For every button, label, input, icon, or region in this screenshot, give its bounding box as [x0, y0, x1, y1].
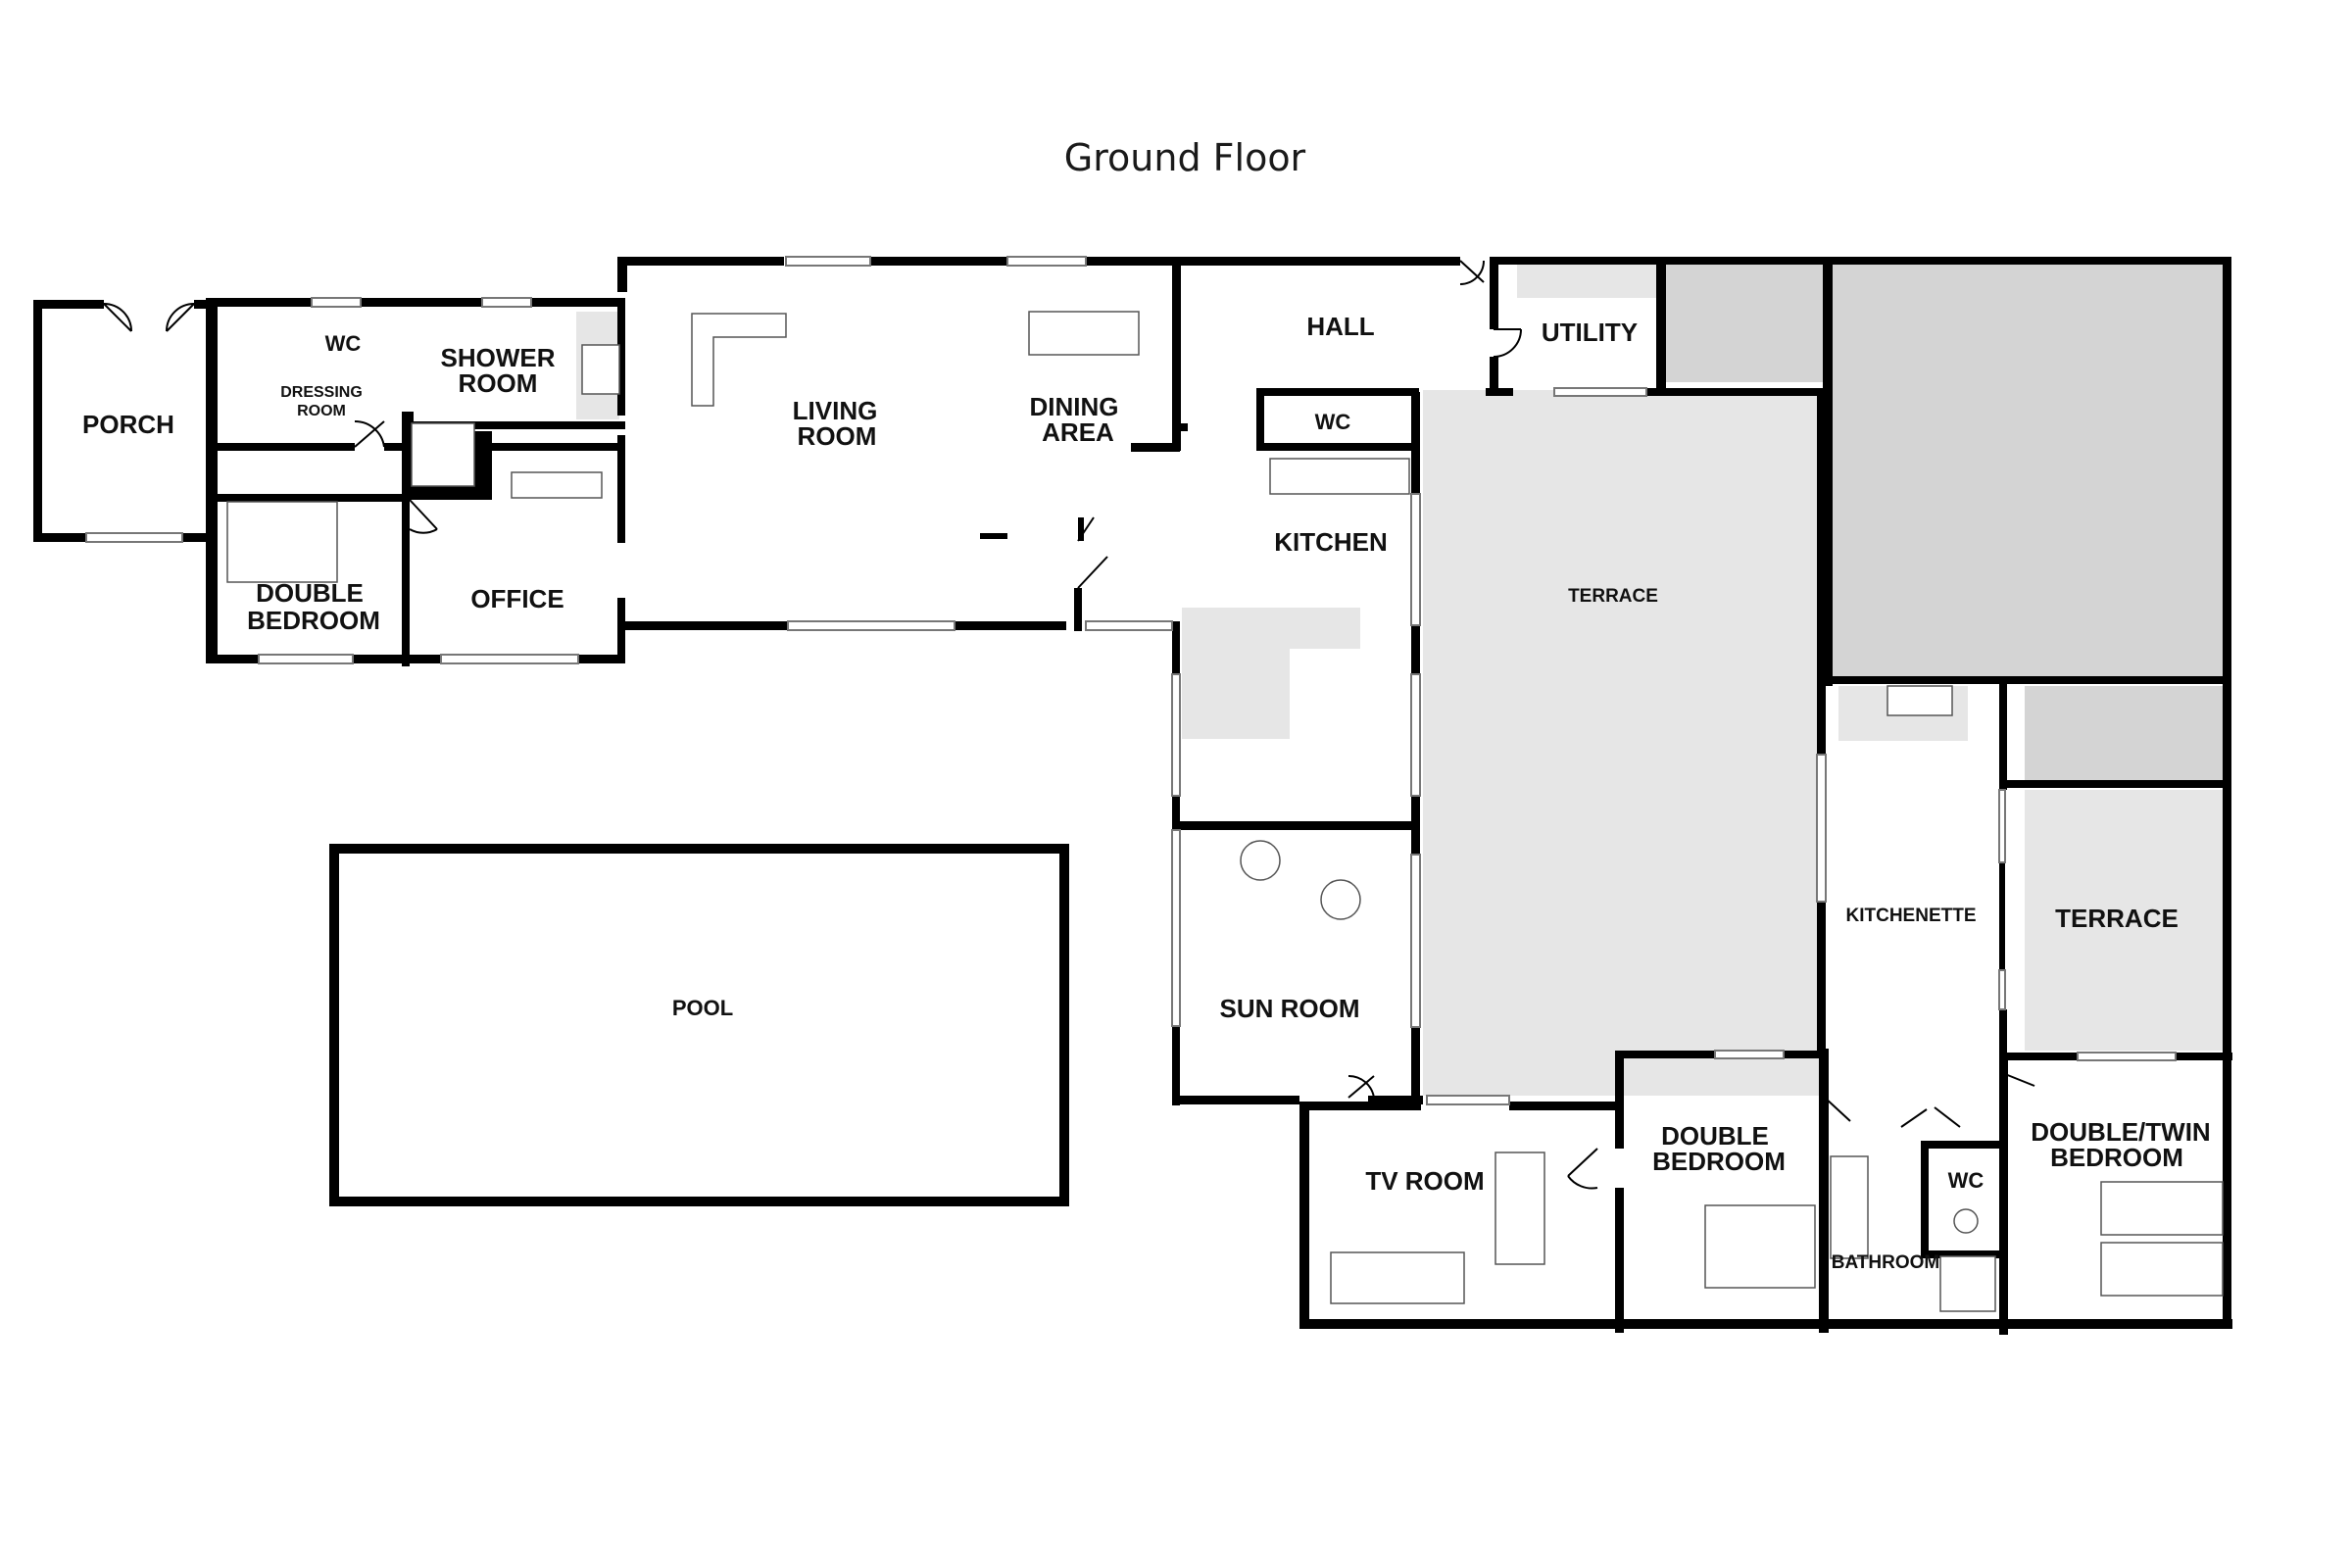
floor-title: Ground Floor	[1064, 136, 1306, 179]
living-room-label-2: ROOM	[798, 421, 877, 451]
dining-table-icon	[1028, 311, 1140, 356]
hall-label: HALL	[1306, 312, 1374, 341]
shower-tray-2-icon	[1939, 1255, 1996, 1312]
bathtub-icon	[1830, 1155, 1869, 1259]
kitchen-label: KITCHEN	[1274, 527, 1388, 557]
desk-icon	[511, 471, 603, 499]
dining-area-label-1: DINING	[1030, 392, 1119, 421]
sink-icon	[581, 344, 620, 395]
bedroom-bed-icon	[1704, 1204, 1816, 1289]
walls	[33, 257, 2232, 1335]
living-room-label-1: LIVING	[793, 396, 878, 425]
office-label: OFFICE	[470, 584, 564, 613]
shower-room-label-1: SHOWER	[441, 343, 556, 372]
tv-room-sofa-icon	[1330, 1251, 1465, 1304]
storage-area-3	[2025, 686, 2230, 780]
dressing-room-label-2: ROOM	[297, 403, 346, 419]
utility-counter	[1517, 265, 1660, 298]
kitchenette-sink-icon	[1886, 685, 1953, 716]
shower-tray-icon	[411, 422, 475, 487]
kitchenette-label: KITCHENETTE	[1846, 906, 1977, 926]
double-bedroom-1-label-1: DOUBLE	[256, 578, 364, 608]
twin-bed-2-icon	[2100, 1242, 2224, 1297]
porch-label: PORCH	[82, 410, 174, 439]
tv-room-sofa-2-icon	[1494, 1152, 1545, 1265]
dining-area-label-2: AREA	[1042, 417, 1114, 447]
shower-room-label-2: ROOM	[459, 368, 538, 398]
toilet-icon	[1953, 1208, 1979, 1234]
shaded-areas	[576, 265, 2230, 1096]
armchair-1-icon	[1240, 840, 1281, 881]
utility-label: UTILITY	[1542, 318, 1638, 347]
double-bedroom-2-label-2: BEDROOM	[1652, 1147, 1786, 1176]
bathroom-label: BATHROOM	[1832, 1252, 1939, 1273]
terrace-1-label: TERRACE	[1568, 586, 1658, 607]
pool-outline	[329, 844, 1069, 1206]
dressing-room-label-1: DRESSING	[280, 384, 363, 401]
bed-icon	[226, 501, 338, 583]
double-twin-bedroom-label-1: DOUBLE/TWIN	[2031, 1117, 2210, 1147]
kitchen-island-b	[1182, 608, 1360, 649]
double-twin-bedroom-label-2: BEDROOM	[2050, 1143, 2183, 1172]
furniture	[226, 311, 2224, 1312]
terrace-2-label: TERRACE	[2055, 904, 2179, 933]
double-bedroom-2-label-1: DOUBLE	[1661, 1121, 1769, 1151]
armchair-2-icon	[1320, 879, 1361, 920]
terrace-2-area	[2025, 790, 2230, 1051]
wc-1-label: WC	[325, 331, 362, 356]
pool-label: POOL	[672, 996, 733, 1020]
wc-2-label: WC	[1315, 410, 1351, 434]
doors	[103, 260, 2035, 1190]
sun-room-label: SUN ROOM	[1220, 994, 1360, 1023]
twin-bed-1-icon	[2100, 1181, 2224, 1236]
tv-room-label: TV ROOM	[1365, 1166, 1484, 1196]
storage-area-1	[1666, 265, 1827, 382]
terrace-area	[1423, 390, 1825, 1096]
room-labels: PORCH DRESSING ROOM WC SHOWER ROOM DOUBL…	[82, 312, 2211, 1273]
wc-3-label: WC	[1948, 1168, 1984, 1193]
double-bedroom-1-label-2: BEDROOM	[247, 606, 380, 635]
storage-area-2	[1833, 265, 2230, 676]
windows	[85, 256, 2177, 1105]
kitchen-sink-icon	[1269, 458, 1410, 495]
sofa-icon	[691, 313, 787, 407]
